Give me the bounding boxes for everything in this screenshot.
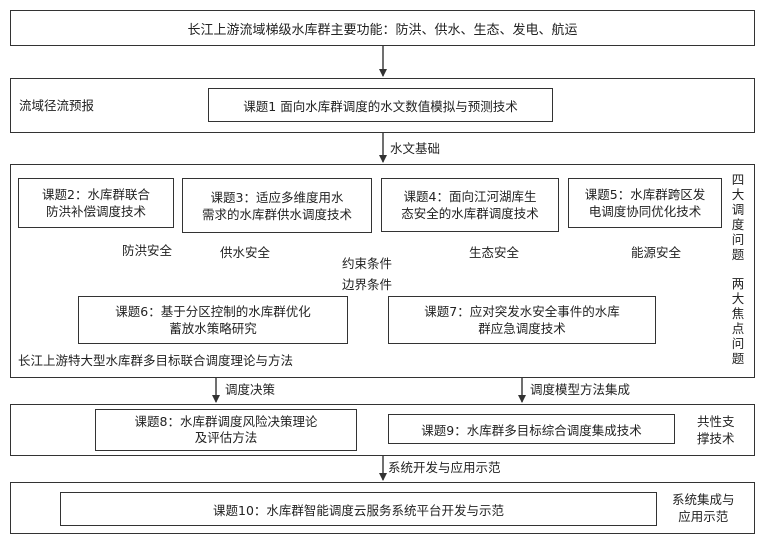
project8-box: 课题8：水库群调度风险决策理论 及评估方法 — [95, 409, 357, 451]
decision-label: 调度决策 — [225, 382, 276, 397]
project10-text: 课题10：水库群智能调度云服务系统平台开发与示范 — [213, 502, 504, 518]
energy-safety-label: 能源安全 — [631, 245, 682, 260]
main-functions-text: 长江上游流域梯级水库群主要功能：防洪、供水、生态、发电、航运 — [187, 22, 578, 38]
system-integration-label: 系统集成与 应用示范 — [672, 491, 735, 525]
project4-line1: 课题4：面向江河湖库生 — [403, 189, 537, 204]
common-support-line2: 撑技术 — [697, 431, 735, 446]
project6-line2: 蓄放水策略研究 — [169, 321, 257, 336]
project8-line1: 课题8：水库群调度风险决策理论 — [134, 414, 318, 429]
main-section-title: 长江上游特大型水库群多目标联合调度理论与方法 — [18, 353, 294, 368]
system-integration-line1: 系统集成与 — [672, 492, 735, 507]
project9-text: 课题9：水库群多目标综合调度集成技术 — [421, 422, 642, 438]
project1-box: 课题1 面向水库群调度的水文数值模拟与预测技术 — [208, 88, 553, 122]
system-dev-label: 系统开发与应用示范 — [388, 460, 501, 475]
flood-safety-label: 防洪安全 — [122, 243, 173, 258]
project7-line2: 群应急调度技术 — [478, 321, 566, 336]
project1-text: 课题1 面向水库群调度的水文数值模拟与预测技术 — [243, 98, 518, 114]
four-issues-label: 四大调度问题 — [731, 172, 745, 262]
eco-safety-label: 生态安全 — [469, 245, 520, 260]
project9-box: 课题9：水库群多目标综合调度集成技术 — [388, 414, 675, 444]
project5-line1: 课题5：水库群跨区发 — [584, 187, 706, 202]
project2-line2: 防洪补偿调度技术 — [45, 204, 146, 219]
project10-box: 课题10：水库群智能调度云服务系统平台开发与示范 — [60, 492, 657, 526]
project6-box: 课题6：基于分区控制的水库群优化 蓄放水策略研究 — [78, 296, 348, 344]
project7-line1: 课题7：应对突发水安全事件的水库 — [424, 304, 620, 319]
project4-line2: 态安全的水库群调度技术 — [401, 206, 539, 221]
constraint-label: 约束条件 — [342, 256, 393, 271]
project2-line1: 课题2：水库群联合 — [42, 187, 150, 202]
model-integration-label: 调度模型方法集成 — [530, 382, 631, 397]
project2-box: 课题2：水库群联合 防洪补偿调度技术 — [18, 178, 174, 228]
water-safety-label: 供水安全 — [220, 245, 271, 260]
two-focus-label: 两大焦点问题 — [731, 276, 745, 366]
common-support-label: 共性支 撑技术 — [697, 413, 735, 447]
hydro-basis-label: 水文基础 — [390, 141, 441, 156]
main-functions-box: 长江上游流域梯级水库群主要功能：防洪、供水、生态、发电、航运 — [10, 10, 755, 46]
project7-box: 课题7：应对突发水安全事件的水库 群应急调度技术 — [388, 296, 656, 344]
project3-line1: 课题3：适应多维度用水 — [210, 189, 344, 205]
project6-line1: 课题6：基于分区控制的水库群优化 — [115, 304, 311, 319]
project3-box: 课题3：适应多维度用水 需求的水库群供水调度技术 — [182, 178, 372, 233]
boundary-label: 边界条件 — [342, 277, 393, 292]
system-integration-line2: 应用示范 — [678, 509, 729, 524]
project3-line2: 需求的水库群供水调度技术 — [201, 206, 352, 222]
common-support-line1: 共性支 — [697, 414, 735, 429]
project5-box: 课题5：水库群跨区发 电调度协同优化技术 — [568, 178, 722, 228]
project5-line2: 电调度协同优化技术 — [588, 204, 702, 219]
project4-box: 课题4：面向江河湖库生 态安全的水库群调度技术 — [381, 178, 559, 232]
runoff-forecast-label: 流域径流预报 — [19, 98, 95, 113]
project8-line2: 及评估方法 — [194, 430, 258, 445]
